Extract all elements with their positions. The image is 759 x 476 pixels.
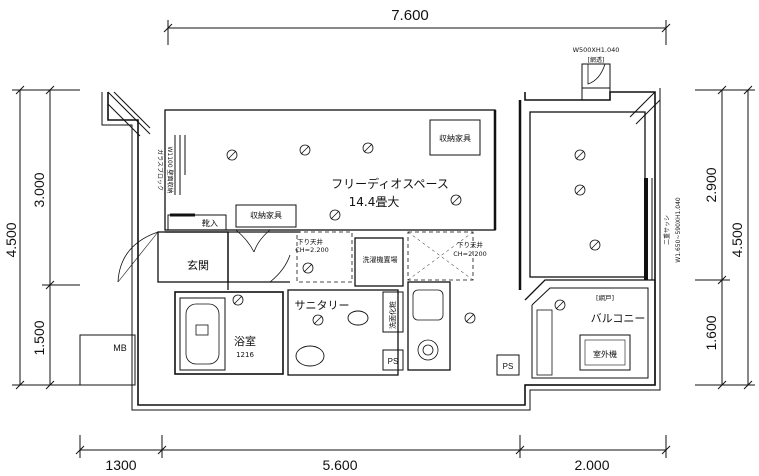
wash-unit-label: 洗面化粧 [388,301,397,329]
dim-left-lower: 1.500 [31,320,47,355]
bath-size: 1216 [236,351,254,359]
balcony-outline [524,279,656,386]
mb-label: MB [113,343,127,353]
mb-box [79,334,136,386]
dim-top-total: 7.600 [391,7,429,24]
shoe-cabinet [167,214,227,231]
ceiling-left-title: 下り天井 [297,237,324,246]
net-label: [網戸] [596,293,614,302]
free-space-outline [164,109,496,231]
dim-right-lower: 1.600 [703,315,719,350]
dim-left-total: 4.500 [3,222,19,257]
dim-bottom-left: 1300 [105,457,136,473]
ps-box-left [382,349,404,371]
window-right-spec: W1.650~590XH1.040 [675,197,682,263]
vanity [382,291,404,333]
ceiling-right-title: 下り天井 [457,240,484,249]
shoes-label: 靴入 [202,218,218,228]
outdoor-unit-label: 室外機 [593,349,617,359]
entrance-label: 玄関 [187,258,209,272]
light-fixtures [226,142,601,326]
top-window [581,63,611,101]
window-right-type: 二重サッシ [663,215,671,245]
sliding-spec: ガラスブロック [156,149,164,191]
bath-room [174,291,284,375]
drop-ceiling-left [296,231,353,283]
ceiling-left-ch: CH=2.200 [295,246,328,254]
sanitary-label: サニタリー [295,299,350,312]
outdoor-unit [579,334,631,371]
outer-wall [107,91,656,406]
ps-label-left: PS [388,357,399,366]
bathtub [179,297,226,371]
free-space-area: 14.4畳大 [349,195,400,209]
free-space-name: フリーディオスペース [331,176,449,191]
dim-right-total: 4.500 [729,222,745,257]
window-top-net: [網透] [588,56,605,64]
storage-top-label: 収納家具 [439,133,471,143]
wash-room [407,281,451,371]
dim-left-upper: 3.000 [31,172,47,207]
toilet [295,345,325,367]
storage-mid-label: 収納家具 [250,210,282,220]
ceiling-right-ch: CH=2.200 [453,250,486,258]
left-vert-note: W1100 壁面収納 [166,146,174,193]
washer-area [354,237,404,287]
washer-label: 洗濯機置場 [363,255,398,264]
ps-box-right [496,354,520,376]
right-room-outline [529,111,646,278]
bath-label: 浴室 [234,334,256,348]
entrance-area [157,231,229,283]
ps-label-right: PS [503,362,514,371]
dim-right-upper: 2.900 [703,167,719,202]
dim-bottom-right: 2.000 [574,457,609,473]
dim-bottom-mid: 5.600 [322,457,357,473]
window-top-spec: W500XH1.040 [573,46,620,54]
balcony-label: バルコニー [591,312,646,325]
storage-furniture-mid [235,204,297,228]
